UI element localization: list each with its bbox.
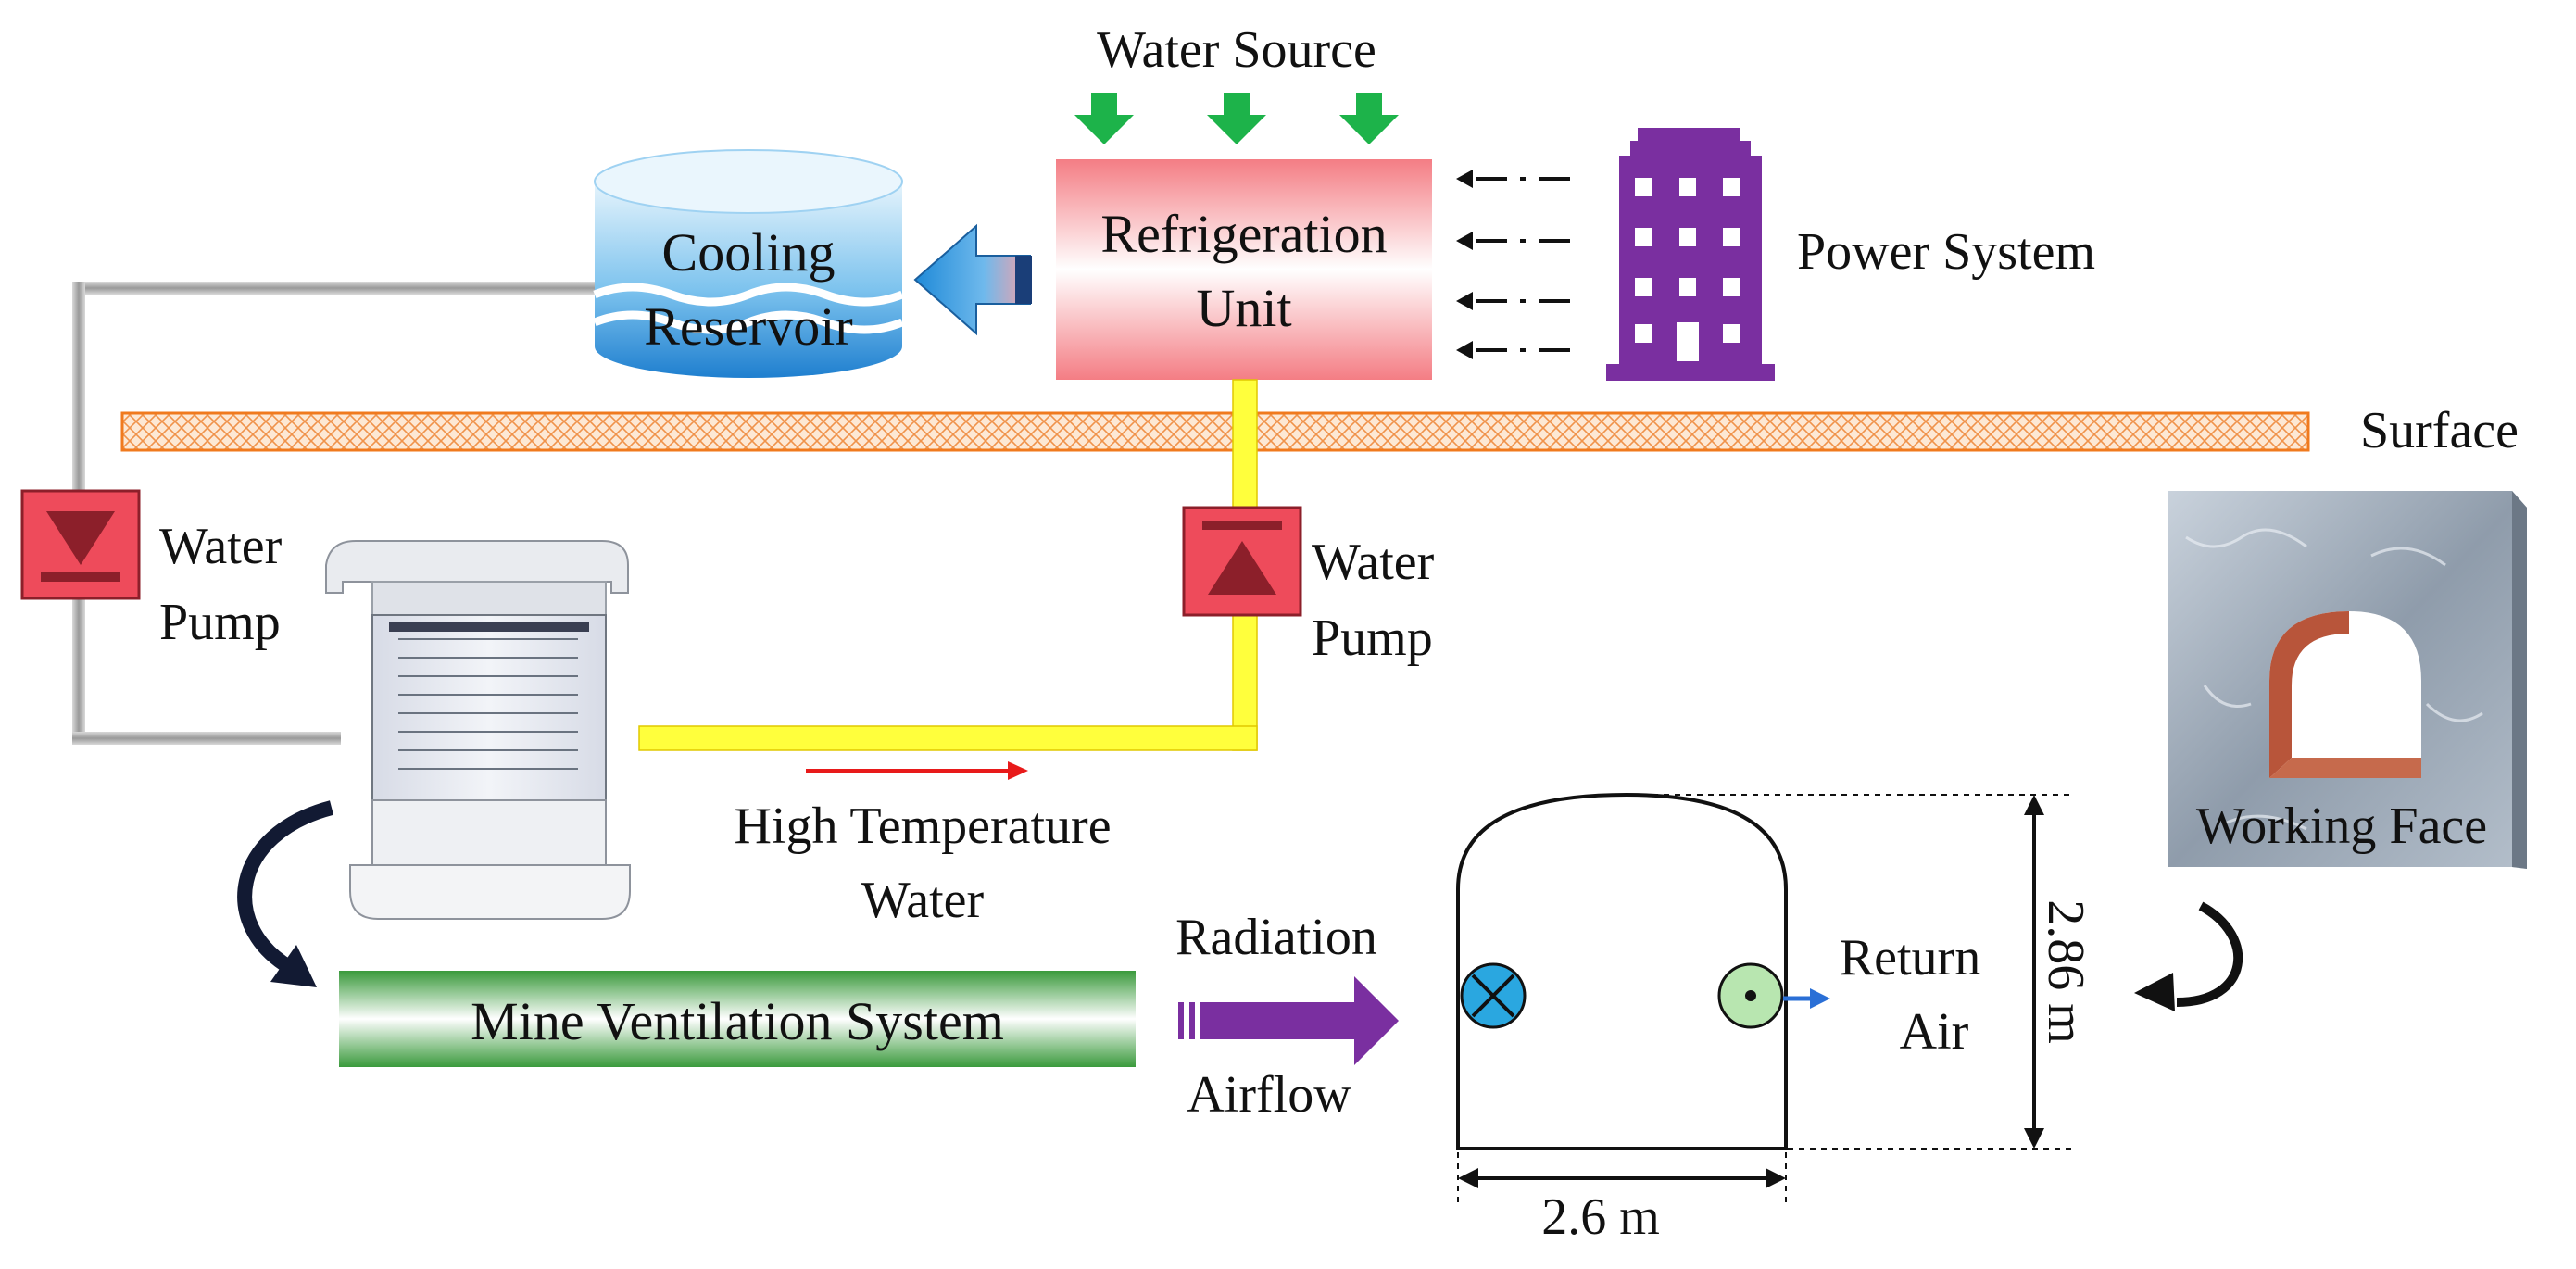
out-of-page-dot-icon <box>1745 990 1756 1001</box>
arrow-tail-stripe <box>1015 256 1032 304</box>
left-arrowhead-icon <box>1456 232 1473 250</box>
power-supply-arrows <box>1468 177 1570 352</box>
chilled-water-arrow-icon <box>913 223 1031 336</box>
water-source-label: Water Source <box>1097 21 1376 79</box>
hot-water-arrowhead-icon <box>1008 761 1028 780</box>
curved-arrowhead-icon <box>270 945 317 987</box>
return-air-label-line2: Air <box>1900 1003 1969 1061</box>
mine-ventilation-system: Mine Ventilation System <box>339 971 1136 1067</box>
return-air-label-line1: Return <box>1840 929 1980 986</box>
cooling-reservoir-label-line2: Reservoir <box>644 296 853 357</box>
tunnel-cross-section <box>1456 792 1788 1150</box>
down-arrow-icon <box>1074 93 1134 144</box>
height-dimension-label: 2.86 m <box>2037 899 2094 1044</box>
air-cooler-unit <box>325 540 631 920</box>
into-page-cross-icon <box>1471 974 1515 1018</box>
high-temp-water-label-line1: High Temperature <box>734 798 1111 855</box>
mine-ventilation-system-label: Mine Ventilation System <box>471 991 1004 1051</box>
height-dimension <box>1630 794 2075 1150</box>
refrigeration-unit: Refrigeration Unit <box>1056 159 1432 380</box>
power-system-building-icon <box>1606 128 1775 381</box>
up-arrowhead-icon <box>2024 795 2044 815</box>
water-source-arrows <box>1074 93 1399 144</box>
water-pump-right <box>1182 506 1302 617</box>
width-dimension <box>1457 1152 1787 1204</box>
water-pump-left-label-line1: Water <box>159 518 283 575</box>
water-pump-left-label-line2: Pump <box>159 594 281 651</box>
width-dimension-label: 2.6 m <box>1541 1188 1660 1246</box>
cooling-reservoir: Cooling Reservoir <box>593 149 904 378</box>
water-pump-left <box>20 489 141 600</box>
left-arrowhead-icon <box>1458 1168 1478 1188</box>
power-system-label: Power System <box>1797 223 2095 281</box>
high-temp-water-label-line2: Water <box>861 872 985 929</box>
curved-flow-arrow-icon <box>237 800 334 974</box>
radiation-airflow-arrow-icon <box>1178 976 1399 1065</box>
working-face-block <box>2168 491 2527 869</box>
curved-return-arrow-icon <box>2176 901 2243 1007</box>
left-arrowhead-icon <box>1456 341 1473 359</box>
left-arrowhead-icon <box>1456 292 1473 310</box>
cooling-reservoir-label-line1: Cooling <box>662 222 836 283</box>
water-pump-right-label-line2: Pump <box>1312 609 1433 667</box>
refrigeration-unit-label-line2: Unit <box>1196 278 1291 338</box>
down-arrowhead-icon <box>2024 1128 2044 1149</box>
radiation-label: Radiation <box>1175 909 1377 966</box>
airflow-label: Airflow <box>1187 1066 1351 1124</box>
water-pump-right-label-line1: Water <box>1312 534 1435 591</box>
down-arrow-icon <box>1207 93 1266 144</box>
ground-surface-layer <box>120 411 2310 452</box>
surface-label: Surface <box>2360 402 2519 459</box>
left-arrowhead-icon <box>1456 170 1473 188</box>
refrigeration-unit-label-line1: Refrigeration <box>1100 204 1387 264</box>
right-arrowhead-icon <box>1766 1168 1786 1188</box>
down-arrow-icon <box>1339 93 1399 144</box>
working-face-label: Working Face <box>2196 798 2487 855</box>
return-air-arrowhead-icon <box>1810 988 1830 1009</box>
curved-return-arrowhead-icon <box>2134 973 2175 1011</box>
